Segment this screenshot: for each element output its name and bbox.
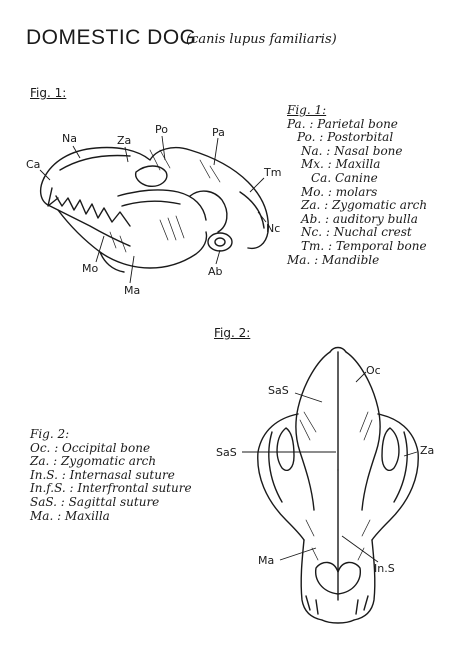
fig2-legend-item: SaS. : Sagittal suture [30, 494, 160, 509]
page-subtitle: (canis lupus familiaris) [186, 32, 337, 47]
fig1-legend: Fig. 1: Pa. : Parietal bone Po. : Postor… [287, 103, 428, 267]
fig2-legend-item: Za. : Zygomatic arch [30, 454, 157, 469]
page-title: DOMESTIC DOG [26, 26, 197, 49]
fig2-label-sas-top: SaS [268, 384, 289, 397]
fig1-legend-title: Fig. 1: [287, 103, 327, 117]
fig1-legend-item: Po. : Postorbital [297, 130, 394, 145]
fig2-legend-item: In.f.S. : Interfrontal suture [30, 481, 192, 496]
fig1-legend-item: Ca. Canine [311, 170, 378, 185]
fig1-label-ab: Ab [208, 265, 223, 278]
fig1-label-pa: Pa [212, 126, 225, 139]
fig2-label-za: Za [420, 444, 435, 457]
fig1-legend-item: Ma. : Mandible [287, 252, 380, 267]
fig2-legend-item: Ma. : Maxilla [30, 508, 110, 523]
fig2-label-sas-mid: SaS [216, 446, 237, 459]
fig2-label-ma: Ma [258, 554, 275, 567]
fig1-caption: Fig. 1: [30, 86, 67, 100]
fig1-label-na: Na [62, 132, 77, 145]
fig1-legend-item: Za. : Zygomatic arch [301, 198, 428, 213]
fig2-legend-item: In.S. : Internasal suture [30, 467, 175, 482]
fig1-legend-item: Mo. : molars [301, 184, 378, 199]
fig2-legend: Fig. 2: Oc. : Occipital bone Za. : Zygom… [30, 427, 192, 523]
fig1-label-ca: Ca [26, 158, 41, 171]
fig1-legend-item: Pa. : Parietal bone [287, 116, 398, 131]
fig1-label-ma: Ma [124, 284, 141, 297]
fig1-label-tm: Tm [264, 166, 282, 179]
fig1-label-za: Za [117, 134, 132, 147]
fig1-label-mo: Mo [82, 262, 99, 275]
fig1-legend-item: Tm. : Temporal bone [301, 238, 427, 253]
fig2-caption: Fig. 2: [214, 326, 251, 340]
fig2-legend-title: Fig. 2: [30, 427, 70, 441]
fig1-legend-item: Nc. : Nuchal crest [301, 225, 412, 240]
fig1-label-po: Po [155, 123, 168, 136]
fig1-legend-item: Mx. : Maxilla [301, 157, 381, 172]
fig2-label-oc: Oc [366, 364, 381, 377]
fig1-label-nc: Nc [266, 222, 281, 235]
fig1-legend-item: Na. : Nasal bone [301, 143, 403, 158]
fig2-legend-item: Oc. : Occipital bone [30, 440, 151, 455]
fig2-label-ins: In.S [374, 562, 395, 575]
fig1-legend-item: Ab. : auditory bulla [301, 211, 418, 226]
